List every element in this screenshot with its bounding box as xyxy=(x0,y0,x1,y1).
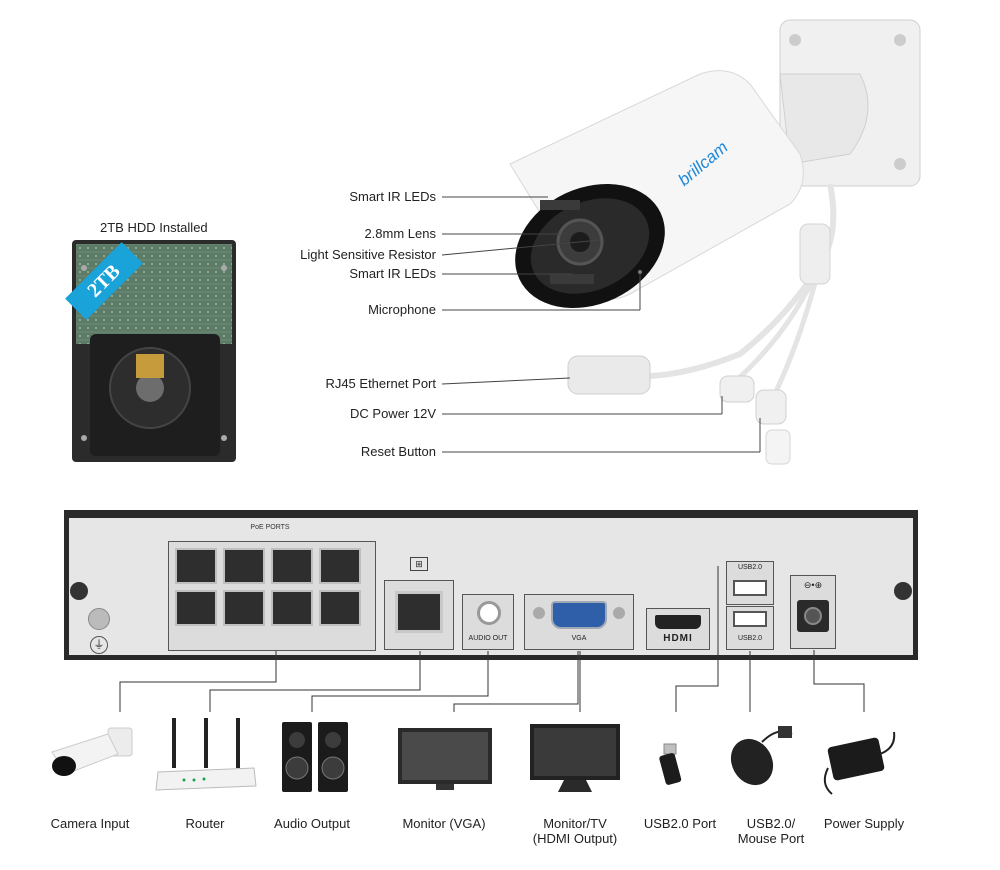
usb-port-bottom[interactable]: USB2.0 xyxy=(726,606,774,650)
lan-port[interactable] xyxy=(384,580,454,650)
usb-top-label: USB2.0 xyxy=(737,564,763,571)
usb-bottom-label: USB2.0 xyxy=(737,635,763,642)
hdmi-logo: HDMI xyxy=(663,633,693,644)
vga-label: VGA xyxy=(571,635,587,642)
poe-port-6[interactable] xyxy=(271,590,313,626)
peripheral-caption-monitor-tv-hdmi: Monitor/TV (HDMI Output) xyxy=(532,816,618,846)
usb-drive-icon xyxy=(656,742,686,788)
callout-reset-button: Reset Button xyxy=(360,444,436,459)
hdd-heading: 2TB HDD Installed xyxy=(100,220,208,235)
audio-out-label: AUDIO OUT xyxy=(468,635,508,642)
usb-connector-icon xyxy=(733,580,767,596)
callout-light-sensitive-resistor: Light Sensitive Resistor xyxy=(300,247,436,262)
monitor-icon xyxy=(396,726,494,792)
usb-connector-icon xyxy=(733,611,767,627)
tv-icon xyxy=(528,722,622,794)
callout-smart-ir-leds-bottom: Smart IR LEDs xyxy=(349,266,436,281)
peripheral-caption-monitor-vga: Monitor (VGA) xyxy=(402,816,486,831)
bullet-camera-icon xyxy=(46,724,136,790)
screw-icon xyxy=(70,582,88,600)
power-jack-icon xyxy=(797,600,829,632)
callout-rj45-port: RJ45 Ethernet Port xyxy=(325,376,436,391)
poe-port-2[interactable] xyxy=(175,590,217,626)
speakers-icon xyxy=(280,720,350,794)
hdmi-connector-icon xyxy=(655,615,701,629)
audio-jack-icon xyxy=(477,601,501,625)
peripheral-caption-power-supply: Power Supply xyxy=(823,816,905,831)
poe-port-1[interactable] xyxy=(175,548,217,584)
callout-smart-ir-leds-top: Smart IR LEDs xyxy=(349,189,436,204)
dc-power-port[interactable]: ⊖•⊕ xyxy=(790,575,836,649)
peripheral-caption-camera-input: Camera Input xyxy=(50,816,130,831)
poe-port-3[interactable] xyxy=(223,548,265,584)
router-icon xyxy=(154,716,258,792)
poe-port-5[interactable] xyxy=(271,548,313,584)
screw-icon xyxy=(894,582,912,600)
polarity-icon: ⊖•⊕ xyxy=(803,580,823,590)
peripheral-caption-usb-port: USB2.0 Port xyxy=(643,816,717,831)
vga-connector-icon xyxy=(551,601,607,629)
callout-lens: 2.8mm Lens xyxy=(364,226,436,241)
ground-symbol-icon: ⏚ xyxy=(90,636,108,654)
ground-icon xyxy=(88,608,110,630)
callout-dc-power: DC Power 12V xyxy=(350,406,436,421)
poe-port-7[interactable] xyxy=(319,548,361,584)
hdmi-port[interactable]: HDMI xyxy=(646,608,710,650)
peripheral-caption-usb-mouse-port: USB2.0/ Mouse Port xyxy=(737,816,805,846)
peripheral-caption-router: Router xyxy=(185,816,225,831)
power-adapter-icon xyxy=(818,724,900,800)
poe-ports-block xyxy=(168,541,376,651)
callout-microphone: Microphone xyxy=(368,302,436,317)
usb-port-top[interactable]: USB2.0 xyxy=(726,561,774,605)
bullet-camera-image: brillcam xyxy=(490,14,930,474)
peripheral-caption-audio-output: Audio Output xyxy=(274,816,350,831)
poe-ports-label: PoE PORTS xyxy=(250,524,290,531)
vga-port[interactable]: VGA xyxy=(524,594,634,650)
network-icon: ⊞ xyxy=(410,557,428,571)
audio-out-port[interactable]: AUDIO OUT xyxy=(462,594,514,650)
poe-port-8[interactable] xyxy=(319,590,361,626)
hard-drive-image: 2TB xyxy=(65,238,238,464)
mouse-icon xyxy=(722,722,798,788)
poe-port-4[interactable] xyxy=(223,590,265,626)
